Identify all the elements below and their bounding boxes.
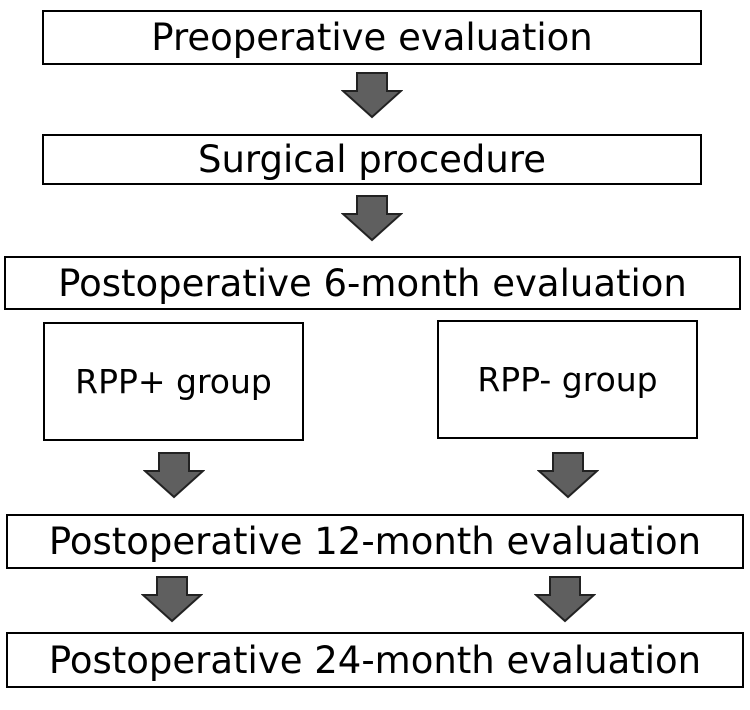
rpp-minus-group-label: RPP- group — [477, 360, 658, 399]
postoperative-6-month-label: Postoperative 6-month evaluation — [58, 261, 687, 305]
postoperative-12-month-box: Postoperative 12-month evaluation — [6, 514, 744, 569]
down-arrow-icon — [143, 451, 205, 499]
postoperative-24-month-label: Postoperative 24-month evaluation — [48, 638, 702, 682]
surgical-procedure-box: Surgical procedure — [42, 134, 702, 185]
down-arrow-icon — [341, 71, 403, 119]
rpp-plus-group-label: RPP+ group — [75, 362, 272, 401]
postoperative-6-month-box: Postoperative 6-month evaluation — [4, 256, 741, 310]
preoperative-evaluation-box: Preoperative evaluation — [42, 10, 702, 65]
postoperative-12-month-label: Postoperative 12-month evaluation — [48, 520, 702, 563]
down-arrow-icon — [537, 451, 599, 499]
postoperative-24-month-box: Postoperative 24-month evaluation — [6, 632, 744, 688]
down-arrow-icon — [534, 575, 596, 623]
down-arrow-icon — [341, 194, 403, 242]
down-arrow-icon — [141, 575, 203, 623]
surgical-procedure-label: Surgical procedure — [197, 138, 547, 181]
rpp-minus-group-box: RPP- group — [437, 320, 698, 439]
rpp-plus-group-box: RPP+ group — [43, 322, 304, 441]
preoperative-evaluation-label: Preoperative evaluation — [151, 16, 593, 59]
